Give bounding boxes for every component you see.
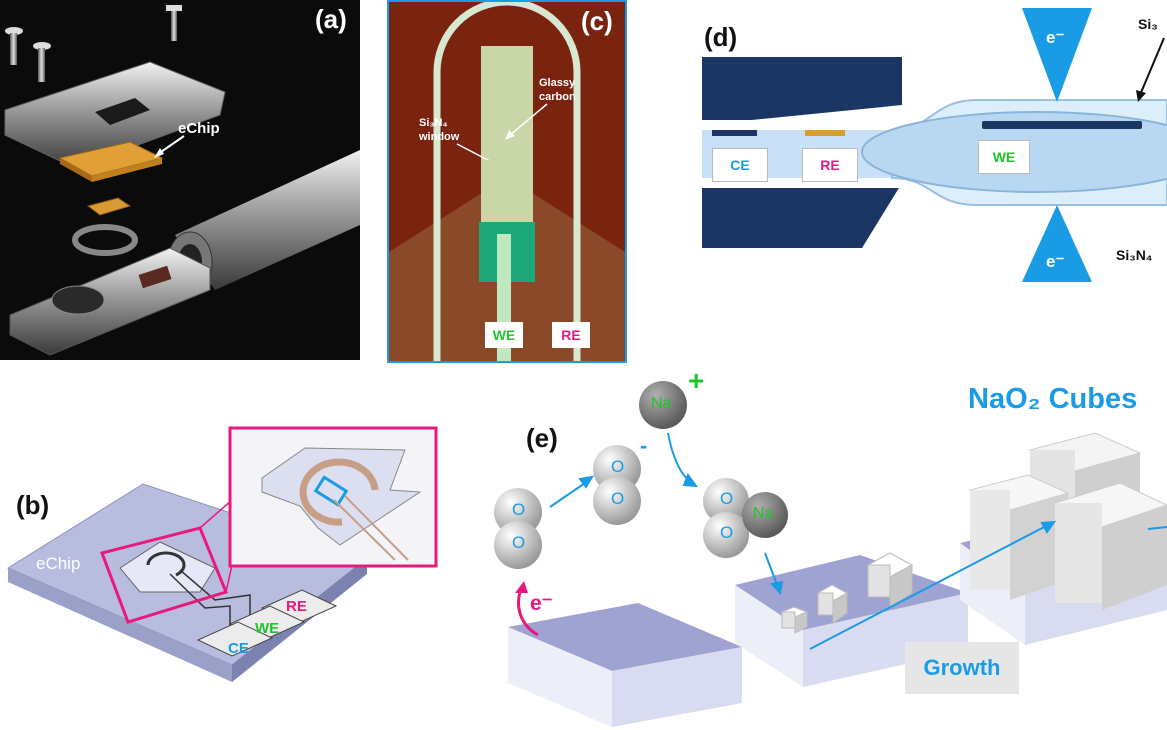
panel-c-we-box: WE bbox=[485, 322, 523, 348]
panel-e-label: (e) bbox=[526, 423, 558, 453]
o-label-5: O bbox=[720, 489, 734, 508]
small-chip bbox=[86, 197, 132, 216]
panel-d-we-label: WE bbox=[992, 149, 1016, 165]
panel-b-re-label: RE bbox=[286, 598, 307, 615]
carbon-label-line1: Glassy bbox=[539, 77, 576, 89]
electron-label: e⁻ bbox=[530, 592, 553, 615]
si3n4-label: Si₃N₄ bbox=[1116, 247, 1153, 263]
panel-b-label: (b) bbox=[16, 490, 50, 520]
beam-top bbox=[1022, 8, 1092, 102]
panel-b-echip-label: eChip bbox=[36, 554, 81, 573]
growth-box: Growth bbox=[905, 642, 1019, 694]
cube-xl-front bbox=[1053, 482, 1167, 610]
holder-bottom bbox=[702, 183, 902, 248]
panel-c-we-label: WE bbox=[492, 327, 516, 343]
panel-c-re-label: RE bbox=[561, 327, 581, 343]
cell-cross-section bbox=[702, 8, 1167, 282]
panel-d: (d) e⁻ e⁻ Si₃ Si₃N₄ CE RE WE bbox=[692, 0, 1167, 290]
o-label-1: O bbox=[512, 500, 526, 519]
echip-label: eChip bbox=[178, 120, 220, 137]
pointer-arrows bbox=[456, 103, 548, 160]
beam-bottom bbox=[1022, 205, 1092, 282]
o2-atom-1 bbox=[494, 488, 542, 536]
panel-d-label: (d) bbox=[704, 22, 738, 52]
electron-top-label: e⁻ bbox=[1046, 28, 1065, 47]
reaction-arrows bbox=[549, 432, 1167, 650]
holder-base bbox=[9, 247, 211, 356]
o2-atom-2 bbox=[494, 521, 542, 569]
panel-d-ce-box: CE bbox=[712, 148, 768, 182]
screw-1 bbox=[166, 5, 182, 41]
glassy-carbon-electrode bbox=[982, 121, 1142, 129]
minus-sign: - bbox=[640, 433, 648, 458]
si3n4-window-label: Si₃N₄ window bbox=[419, 116, 459, 144]
o-label-6: O bbox=[720, 523, 734, 542]
panel-d-ce-label: CE bbox=[730, 157, 750, 173]
growth-label: Growth bbox=[923, 655, 1001, 680]
na-label-1: Na bbox=[651, 395, 672, 412]
glassy-carbon-strip bbox=[481, 46, 533, 246]
window-label-line2: window bbox=[419, 131, 460, 143]
glassy-carbon-label: Glassy carbon bbox=[539, 76, 576, 104]
screw-2 bbox=[5, 27, 23, 65]
gasket-ring bbox=[72, 224, 138, 256]
holder-rod bbox=[175, 150, 360, 290]
carbon-label-line2: carbon bbox=[539, 91, 576, 103]
cube-xl-left bbox=[968, 474, 1070, 600]
panel-a-label: (a) bbox=[315, 4, 347, 34]
sodium-ion bbox=[639, 381, 687, 429]
panel-b-ce-label: CE bbox=[228, 640, 249, 657]
panel-d-re-box: RE bbox=[802, 148, 858, 182]
cube-medium bbox=[816, 584, 849, 624]
panel-c-label: (c) bbox=[581, 6, 613, 36]
o-label-4: O bbox=[611, 489, 625, 508]
ce-pad bbox=[196, 621, 274, 657]
panel-d-we-box: WE bbox=[978, 140, 1030, 174]
na-label-2: Na bbox=[753, 505, 774, 522]
echip-arrow bbox=[154, 135, 185, 158]
nao2-o-1 bbox=[703, 478, 749, 524]
nao2-cubes-title: NaO₂ Cubes bbox=[968, 383, 1138, 415]
plus-sign: + bbox=[688, 365, 705, 396]
reaction-scheme bbox=[494, 381, 1167, 727]
o-label-3: O bbox=[611, 457, 625, 476]
superoxide-atom-2 bbox=[593, 477, 641, 525]
nao2-na bbox=[742, 492, 788, 538]
holder-top bbox=[702, 57, 902, 125]
platform-1 bbox=[508, 603, 742, 727]
si3-label: Si₃ bbox=[1138, 16, 1158, 32]
panel-c: (c) Si₃N₄ window Glassy carbon WE RE bbox=[387, 0, 627, 363]
echip-schematic bbox=[6, 426, 438, 682]
chip-micrograph bbox=[389, 2, 625, 361]
holder-exploded-view bbox=[4, 5, 360, 356]
panel-e: (e) NaO₂ Cubes O O O O - Na + O O Na e⁻ … bbox=[480, 365, 1167, 730]
cube-large bbox=[866, 552, 914, 608]
electron-bottom-label: e⁻ bbox=[1046, 252, 1065, 271]
panel-b: (b) eChip RE WE CE bbox=[0, 420, 445, 730]
nao2-o-2 bbox=[703, 512, 749, 558]
panel-c-re-box: RE bbox=[552, 322, 590, 348]
cube-small bbox=[780, 606, 809, 634]
window-label-line1: Si₃N₄ bbox=[419, 117, 448, 129]
panel-b-we-label: WE bbox=[255, 620, 280, 637]
o-label-2: O bbox=[512, 533, 526, 552]
screw-3 bbox=[33, 42, 51, 82]
panel-a: (a) eChip bbox=[0, 0, 360, 360]
panel-d-re-label: RE bbox=[820, 157, 840, 173]
